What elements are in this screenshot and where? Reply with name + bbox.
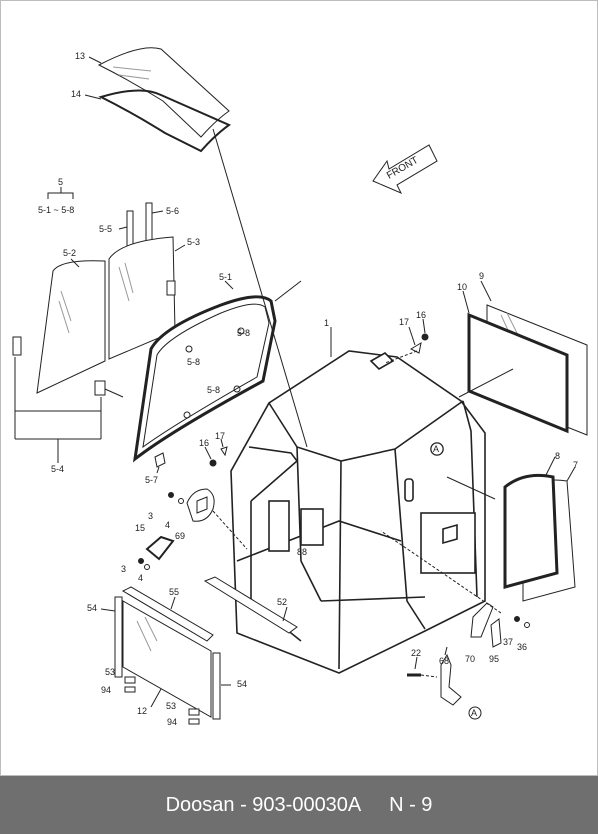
- cab-frame-1: [230, 350, 486, 674]
- label-54-left: 54: [87, 603, 97, 613]
- label-8: 8: [555, 451, 560, 461]
- side-seal-8: [503, 473, 559, 589]
- label-7: 7: [573, 460, 578, 470]
- label-5-2: 5-2: [63, 248, 76, 258]
- label-4-b: 4: [138, 573, 143, 583]
- part-15: [145, 535, 175, 561]
- label-16-top: 16: [416, 310, 426, 320]
- footer-doc-number: Doosan - 903-00030A: [165, 793, 362, 816]
- rear-seal-10: [467, 312, 569, 434]
- hinge-latch: [94, 380, 106, 396]
- part-69: [186, 488, 215, 522]
- label-53-a: 53: [105, 667, 115, 677]
- bracket-70: [470, 602, 494, 638]
- label-13: 13: [75, 51, 85, 61]
- front-arrow: [372, 144, 438, 194]
- label-94-b: 94: [167, 717, 177, 727]
- side-glass-5-2: [36, 260, 106, 394]
- label-70: 70: [465, 654, 475, 664]
- label-5-3: 5-3: [187, 237, 200, 247]
- label-4-a: 4: [165, 520, 170, 530]
- label-10: 10: [457, 282, 467, 292]
- label-16-mid: 16: [199, 438, 209, 448]
- label-5: 5: [58, 177, 63, 187]
- marker-a-2: [468, 706, 482, 720]
- label-5-4: 5-4: [51, 464, 64, 474]
- label-22: 22: [411, 648, 421, 658]
- label-5-6: 5-6: [166, 206, 179, 216]
- label-15: 15: [135, 523, 145, 533]
- label-5-7: 5-7: [145, 475, 158, 485]
- part-95: [490, 618, 502, 648]
- bar-52: [203, 576, 298, 634]
- screw-17: [409, 341, 422, 354]
- label-5-1: 5-1: [219, 272, 232, 282]
- label-52: 52: [277, 597, 287, 607]
- label-5-8-c: 5-8: [207, 385, 220, 395]
- label-36: 36: [517, 642, 527, 652]
- footer-page-number: N - 9: [389, 793, 433, 816]
- label-3-a: 3: [148, 511, 153, 521]
- label-5-8-b: 5-8: [187, 357, 200, 367]
- label-69: 69: [175, 531, 185, 541]
- label-5-5: 5-5: [99, 224, 112, 234]
- label-5-1-5-8: 5-1 ~ 5-8: [38, 205, 74, 215]
- label-95: 95: [489, 654, 499, 664]
- label-94-a: 94: [101, 685, 111, 695]
- roof-seal-14: [98, 89, 232, 153]
- footer-spacer: [361, 794, 389, 817]
- label-88: 88: [297, 547, 307, 557]
- label-3-b: 3: [121, 564, 126, 574]
- hinge-left: [12, 336, 22, 356]
- label-53-b: 53: [166, 701, 176, 711]
- label-37: 37: [503, 637, 513, 647]
- marker-a-1-label: A: [433, 444, 439, 454]
- lower-glass-12: [122, 600, 212, 718]
- label-9: 9: [479, 271, 484, 281]
- roof-glass-13: [97, 47, 230, 138]
- handle-68: [440, 653, 462, 706]
- screw-16: [421, 333, 429, 341]
- door-frame-5-1: [132, 295, 277, 463]
- label-17-top: 17: [399, 317, 409, 327]
- group-bracket-5: [47, 192, 74, 199]
- seal-55: [121, 586, 214, 642]
- footer-bar: Doosan - 903-00030A N - 9: [0, 776, 598, 834]
- exploded-cab-diagram: A A FRONT 13 14 5 5-1 ~ 5-8 5-5 5-6 5-2 …: [12, 47, 588, 727]
- label-54-right: 54: [237, 679, 247, 689]
- latch-5-7: [154, 452, 166, 468]
- label-17-mid: 17: [215, 431, 225, 441]
- seal-54-right: [212, 652, 221, 720]
- marker-a-2-label: A: [471, 708, 477, 718]
- label-1: 1: [324, 318, 329, 328]
- diagram-frame: A A FRONT 13 14 5 5-1 ~ 5-8 5-5 5-6 5-2 …: [0, 0, 598, 776]
- label-55: 55: [169, 587, 179, 597]
- label-5-8-a: 5-8: [237, 328, 250, 338]
- sliding-glass-5-3: [108, 236, 176, 360]
- label-12: 12: [137, 706, 147, 716]
- label-68: 68: [439, 656, 449, 666]
- label-14: 14: [71, 89, 81, 99]
- seal-54-left: [114, 596, 123, 678]
- marker-a-1: [430, 442, 444, 456]
